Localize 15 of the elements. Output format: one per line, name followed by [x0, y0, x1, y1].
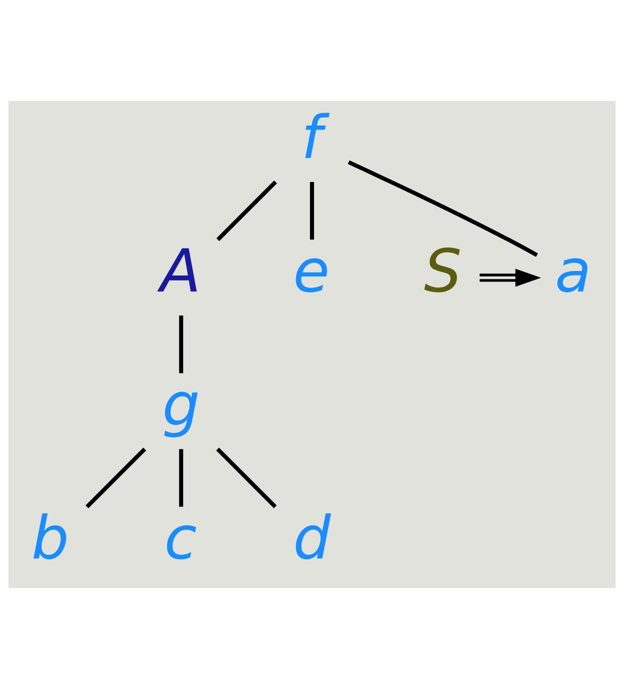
node-text: b: [31, 503, 70, 572]
node-text: c: [164, 503, 197, 572]
connector: [86, 447, 146, 508]
node-text: g: [162, 370, 200, 439]
connector: [348, 160, 538, 256]
connector: [310, 181, 314, 240]
node-text: a: [554, 236, 592, 305]
connector: [179, 448, 184, 506]
connector: [179, 315, 184, 373]
node-text: e: [293, 236, 330, 305]
node-text: S: [424, 236, 462, 305]
arrow: [480, 268, 542, 286]
node-text: d: [293, 503, 331, 572]
connector: [216, 180, 277, 241]
connector: [216, 447, 277, 508]
